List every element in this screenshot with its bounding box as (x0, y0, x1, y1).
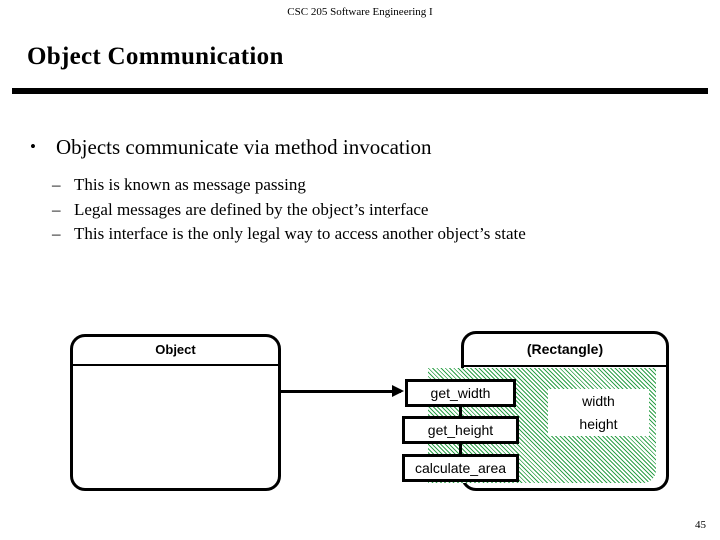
message-arrow-line (281, 390, 401, 393)
state-fields-panel: width height (548, 389, 649, 436)
rectangle-class-label: (Rectangle) (526, 341, 604, 357)
dash-marker-icon: – (52, 224, 61, 243)
page-title: Object Communication (27, 43, 284, 70)
dash-marker-icon: – (52, 199, 61, 219)
list-item: – This is known as message passing (52, 174, 692, 196)
list-item: – Legal messages are defined by the obje… (52, 199, 692, 221)
course-header: CSC 205 Software Engineering I (287, 6, 433, 18)
sub-bullet-text: Legal messages are defined by the object… (74, 199, 429, 219)
title-divider (12, 88, 708, 94)
method-box-get-width[interactable]: get_width (405, 379, 516, 407)
state-field-width: width (582, 393, 615, 409)
sub-bullet-text: This interface is the only legal way to … (74, 224, 526, 243)
sub-bullet-text: This is known as message passing (74, 175, 306, 194)
main-bullet: • Objects communicate via method invocati… (30, 134, 690, 160)
method-box-get-height[interactable]: get_height (402, 416, 519, 444)
method-box-calculate-area[interactable]: calculate_area (402, 454, 519, 482)
sub-bullet-list: – This is known as message passing – Leg… (52, 174, 692, 248)
list-item: – This interface is the only legal way t… (52, 223, 692, 245)
message-arrow-head-icon (392, 385, 404, 397)
object-class-label: Object (155, 342, 196, 357)
object-class-box: Object (70, 334, 281, 491)
main-bullet-text: Objects communicate via method invocatio… (56, 135, 432, 159)
page-number: 45 (695, 519, 706, 531)
object-box-divider (73, 364, 278, 366)
rectangle-box-divider (464, 365, 666, 367)
dash-marker-icon: – (52, 175, 61, 194)
state-field-height: height (579, 416, 618, 432)
bullet-marker-icon: • (30, 137, 36, 156)
